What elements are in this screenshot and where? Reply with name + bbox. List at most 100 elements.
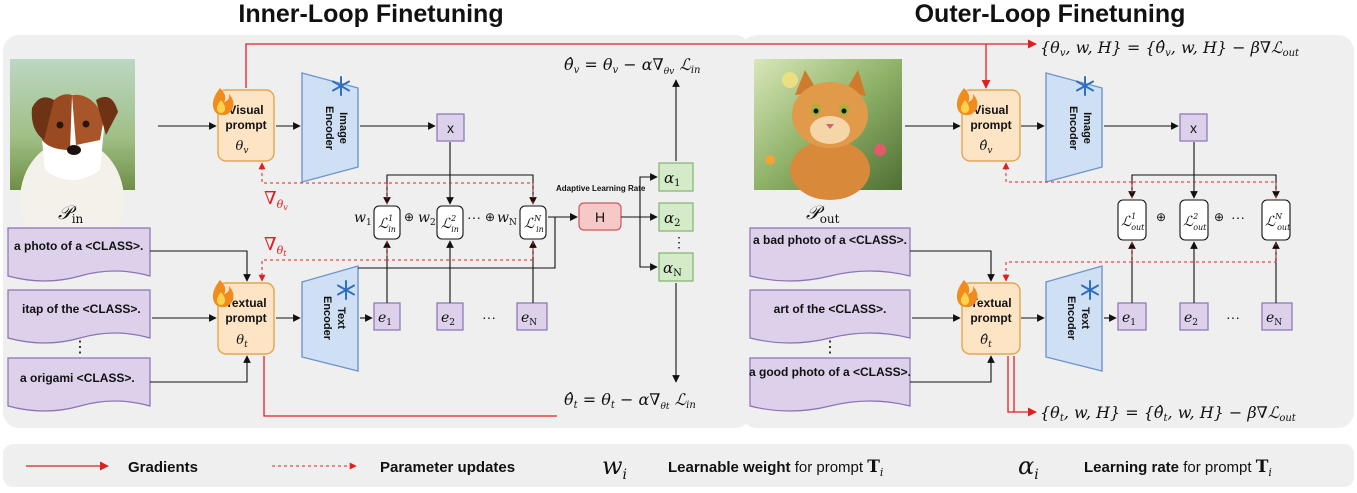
svg-text:wi: wi: [602, 452, 627, 483]
svg-text:Textual: Textual: [970, 296, 1011, 310]
outer-prompt-doc-1: a bad photo of a <CLASS>.: [749, 227, 911, 282]
adaptive-lr-label: Adaptive Learning Rate: [556, 184, 646, 193]
fire-icon: [956, 88, 978, 116]
svg-text:H: H: [595, 209, 605, 225]
inner-update-visual: θ̂v = θv − α∇θv ℒin: [564, 55, 701, 77]
prompt-doc-3: a origami <CLASS>.: [7, 357, 151, 412]
svg-text:TextEncoder: TextEncoder: [1065, 296, 1091, 341]
weight-w2: w2: [418, 210, 436, 228]
snowflake-icon: [337, 280, 355, 300]
outer-oplus-1: ⊕: [1156, 210, 1166, 224]
outer-prompt-doc-2: art of the <CLASS>.: [749, 289, 911, 344]
svg-text:θt: θt: [236, 333, 248, 350]
oplus-2: ⊕: [485, 210, 495, 224]
snowflake-icon: [1081, 280, 1099, 300]
svg-text:θ̂v: θ̂v: [980, 139, 993, 156]
snowflake-icon: [332, 76, 350, 96]
svg-text:e2: e2: [1184, 310, 1198, 328]
svg-text:e2: e2: [441, 310, 455, 328]
outer-update-textual: {θt, w, H} = {θ̂t, w, H} − β∇ℒout: [1040, 403, 1297, 424]
svg-text:αi: αi: [1018, 452, 1039, 483]
weight-w1: w1: [354, 210, 372, 228]
svg-text:ImageEncoder: ImageEncoder: [1067, 106, 1093, 151]
svg-text:e1: e1: [1122, 310, 1136, 328]
visual-prompt-box: Visual prompt θv: [217, 89, 275, 162]
h-network-box: H: [578, 202, 622, 231]
legend-gradients: Gradients: [26, 459, 198, 476]
svg-text:θv: θv: [236, 139, 249, 156]
image-encoder: ImageEncoder: [301, 72, 359, 183]
cat-image: [754, 59, 902, 200]
outer-oplus-2: ⊕: [1214, 210, 1224, 224]
outer-prompt-doc-3: a good photo of a <CLASS>.: [749, 357, 911, 412]
text-encoder: TextEncoder: [301, 265, 359, 372]
weight-wn: wN: [497, 210, 517, 228]
ellipsis-loss: ···: [467, 209, 481, 225]
textual-prompt-box: Textual prompt θt: [217, 282, 275, 355]
svg-text:e1: e1: [378, 310, 392, 328]
svg-text:prompt: prompt: [225, 118, 266, 132]
svg-text:eN: eN: [1266, 310, 1282, 328]
svg-text:x: x: [1190, 120, 1197, 136]
outer-gradient-arrows: [750, 39, 1037, 417]
legend-bar: [3, 444, 1354, 487]
legend-parameter-updates: Parameter updates: [272, 459, 515, 476]
outer-parameter-updates: [1002, 162, 1277, 282]
outer-prompt-text-1: a bad photo of a <CLASS>.: [753, 233, 907, 247]
alpha-box-1: α1: [658, 162, 694, 192]
svg-text:α2: α2: [664, 209, 681, 229]
fire-icon: [212, 280, 234, 308]
legend-learnable-weight: wi Learnable weight for prompt Ti: [602, 452, 883, 483]
dog-image: [10, 59, 135, 260]
alpha-box-2: α2: [658, 202, 694, 232]
outer-visual-prompt-box: Visual prompt θ̂v: [961, 89, 1021, 162]
grad-theta-v-label: ∇θv: [264, 188, 288, 212]
outer-prompt-ellipsis: ⋮: [822, 339, 838, 356]
outer-image-encoder: ImageEncoder: [1045, 72, 1103, 183]
prompt-text-2: itap of the <CLASS>.: [22, 302, 141, 316]
inner-parameter-updates: [258, 162, 534, 282]
svg-text:Visual: Visual: [973, 103, 1008, 117]
svg-text:α1: α1: [664, 169, 681, 189]
outer-embedding-en: eN: [1261, 302, 1293, 331]
alpha-ellipsis: ⋮: [672, 234, 686, 250]
svg-text:Parameter updates: Parameter updates: [380, 459, 515, 476]
fire-icon: [956, 280, 978, 308]
ellipsis-embed: ···: [482, 309, 496, 325]
outer-embedding-e2: e2: [1179, 302, 1209, 331]
svg-text:Learning rate for prompt Ti: Learning rate for prompt Ti: [1084, 457, 1272, 479]
embedding-e2: e2: [436, 302, 464, 331]
outer-loop-title: Outer-Loop Finetuning: [915, 0, 1186, 28]
outer-image-feature-x: x: [1179, 113, 1208, 142]
oplus-1: ⊕: [404, 210, 414, 224]
prompt-ellipsis: ⋮: [72, 339, 88, 356]
svg-text:θ̂t: θ̂t: [980, 333, 992, 350]
svg-text:prompt: prompt: [225, 311, 266, 325]
svg-text:x: x: [447, 120, 454, 136]
embedding-en: eN: [516, 302, 548, 331]
legend-learning-rate: αi Learning rate for prompt Ti: [1018, 452, 1272, 483]
outer-update-visual: {θv, w, H} = {θ̂v, w, H} − β∇ℒout: [1040, 38, 1300, 59]
svg-text:prompt: prompt: [970, 311, 1011, 325]
grad-theta-t-label: ∇θt: [264, 234, 287, 258]
outer-prompt-text-3: a good photo of a <CLASS>.: [749, 365, 911, 379]
inner-update-textual: θ̂t = θt − α∇θt ℒin: [564, 390, 696, 412]
prompt-doc-2: itap of the <CLASS>.: [7, 289, 151, 344]
outer-ellipsis-embed: ···: [1226, 309, 1240, 325]
svg-text:eN: eN: [521, 310, 537, 328]
inner-gradient-arrows: [245, 43, 750, 417]
svg-text:Textual: Textual: [225, 296, 266, 310]
alpha-box-n: αN: [658, 252, 694, 282]
svg-text:Gradients: Gradients: [128, 459, 198, 476]
